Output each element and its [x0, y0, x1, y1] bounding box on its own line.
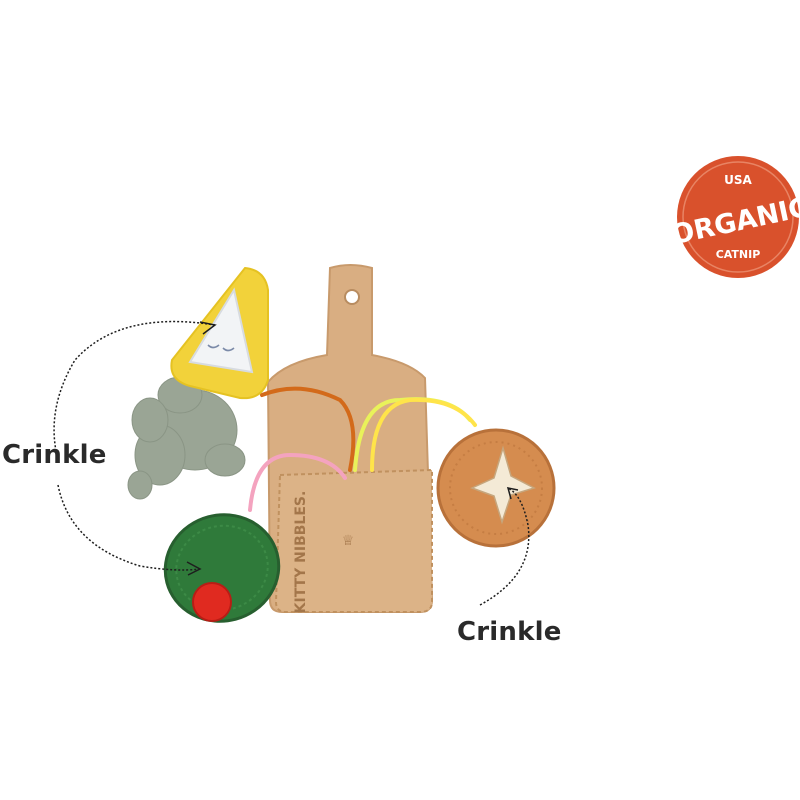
pimento [192, 582, 232, 622]
strings [248, 386, 477, 512]
olive-toy [163, 513, 281, 623]
crinkle-label-left: Crinkle [2, 440, 107, 470]
crinkle-arrows [53, 320, 530, 606]
badge-top-text: USA [724, 173, 752, 187]
cheese-wedge [170, 266, 269, 400]
board-brand-text: KITTY NIBBLES. [293, 491, 309, 614]
board-crown-icon: ♕ [342, 532, 355, 548]
cracker-toy [436, 428, 556, 548]
organic-catnip-badge: USA ORGANIC CATNIP [669, 156, 800, 278]
cutting-board: KITTY NIBBLES. ♕ [266, 264, 434, 614]
crinkle-label-right: Crinkle [457, 617, 562, 647]
badge-bottom-text: CATNIP [716, 248, 761, 261]
